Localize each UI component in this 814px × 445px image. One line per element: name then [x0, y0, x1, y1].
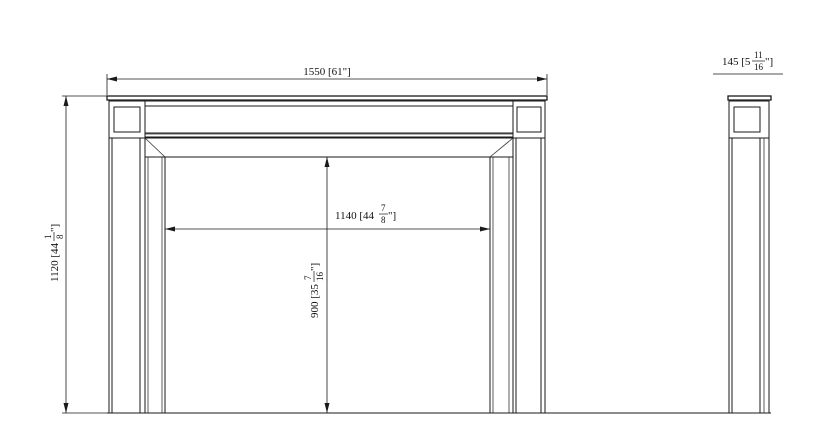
side-leg	[728, 137, 770, 414]
opening-width-label-den: 8	[381, 215, 386, 225]
right-corner-rosette	[516, 106, 542, 133]
opening-width-label-num: 7	[381, 203, 386, 213]
overall-height-label-tail: "]	[49, 224, 61, 232]
frieze-band	[144, 136, 514, 158]
opening-height-label-tail: "]	[309, 263, 321, 271]
fire-opening	[164, 156, 491, 414]
right-pilaster	[512, 137, 546, 414]
dimension-depth: 145 [5 11 16 "]	[713, 50, 783, 75]
depth-label-lead: 145 [5	[722, 56, 751, 68]
mantel-shelf	[106, 95, 548, 101]
overall-height-label-num: 1	[43, 235, 53, 240]
side-head-inset	[733, 106, 761, 133]
opening-height-label-num: 7	[303, 275, 313, 280]
opening-height-label-lead: 900 [35	[309, 284, 321, 318]
front-elevation	[106, 95, 771, 414]
depth-label-tail: "]	[765, 56, 773, 68]
right-inner-leg	[489, 156, 514, 414]
opening-height-label-den: 16	[315, 272, 325, 282]
overall-height-label-den: 8	[55, 234, 65, 239]
dimension-overall-width: 1550 [61"]	[106, 66, 548, 95]
frieze	[108, 100, 546, 139]
side-elevation	[727, 95, 772, 414]
opening-width-label-tail: "]	[388, 210, 396, 222]
overall-height-label-lead: 1120 [44	[49, 242, 61, 282]
overall-width-label: 1550 [61"]	[303, 66, 351, 78]
depth-label-num: 11	[754, 50, 763, 60]
dimension-opening-width: 1140 [44 7 8 "]	[165, 203, 490, 232]
depth-label-den: 16	[754, 62, 764, 72]
side-shelf	[727, 95, 772, 101]
dimension-overall-height: 1120 [44 1 8 "]	[43, 95, 107, 414]
left-corner-rosette	[113, 106, 141, 133]
opening-width-label-lead: 1140 [44	[335, 210, 375, 222]
dimension-opening-height: 900 [35 7 16 "]	[303, 157, 330, 413]
frieze-panel	[144, 105, 514, 134]
